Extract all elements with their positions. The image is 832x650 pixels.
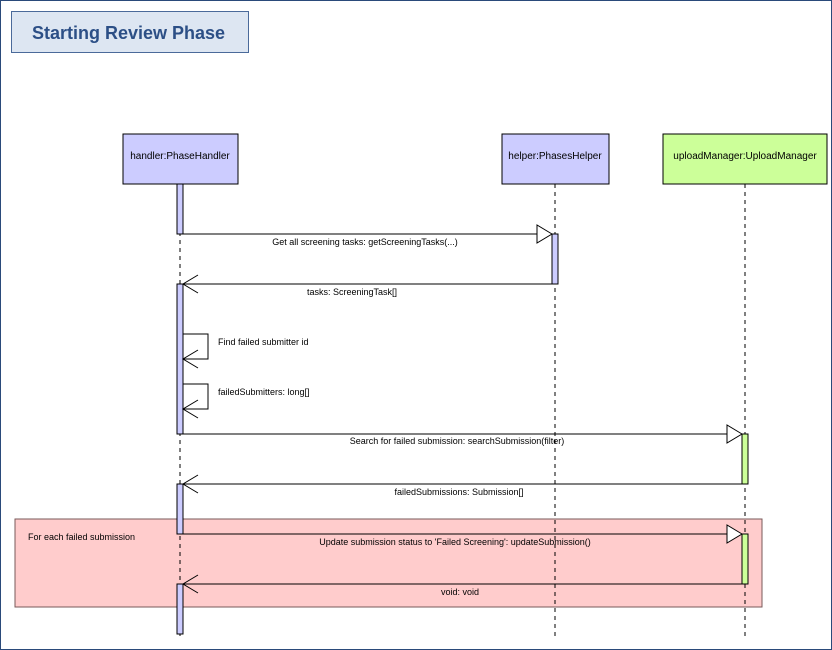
arrowhead-open (182, 474, 199, 494)
arrowhead-open (182, 574, 199, 594)
arrowhead-closed (726, 524, 743, 544)
upload-activation (741, 433, 749, 485)
message-label: Update submission status to 'Failed Scre… (319, 537, 591, 547)
upload-lifeline-header (662, 133, 828, 185)
arrowhead-closed (726, 424, 743, 444)
self-message-find-failed (183, 333, 209, 360)
arrowhead-open (182, 274, 199, 294)
loop-fragment-label: For each failed submission (28, 532, 135, 542)
handler-activation (176, 483, 184, 535)
arrowhead-closed (536, 224, 553, 244)
arrowhead-open (182, 399, 199, 419)
helper-lifeline-label: helper:PhasesHelper (508, 151, 602, 162)
diagram-title: Starting Review Phase (32, 23, 226, 43)
upload-lifeline-label: uploadManager:UploadManager (673, 151, 817, 162)
helper-activation (551, 233, 559, 285)
handler-lifeline-label: handler:PhaseHandler (130, 151, 230, 162)
message-label: void: void (441, 587, 479, 597)
message-label: failedSubmissions: Submission[] (394, 487, 523, 497)
upload-activation (741, 533, 749, 585)
handler-activation (176, 583, 184, 635)
handler-activation (176, 183, 184, 235)
message-label: Find failed submitter id (218, 337, 309, 347)
message-label: tasks: ScreeningTask[] (307, 287, 397, 297)
message-label: Get all screening tasks: getScreeningTas… (272, 237, 458, 247)
self-message-failed-submitters (183, 383, 209, 410)
helper-lifeline-header (501, 133, 610, 185)
message-label: failedSubmitters: long[] (218, 387, 310, 397)
arrowhead-open (182, 349, 199, 369)
diagram-title-box: Starting Review Phase (11, 11, 249, 53)
message-label: Search for failed submission: searchSubm… (350, 436, 565, 446)
